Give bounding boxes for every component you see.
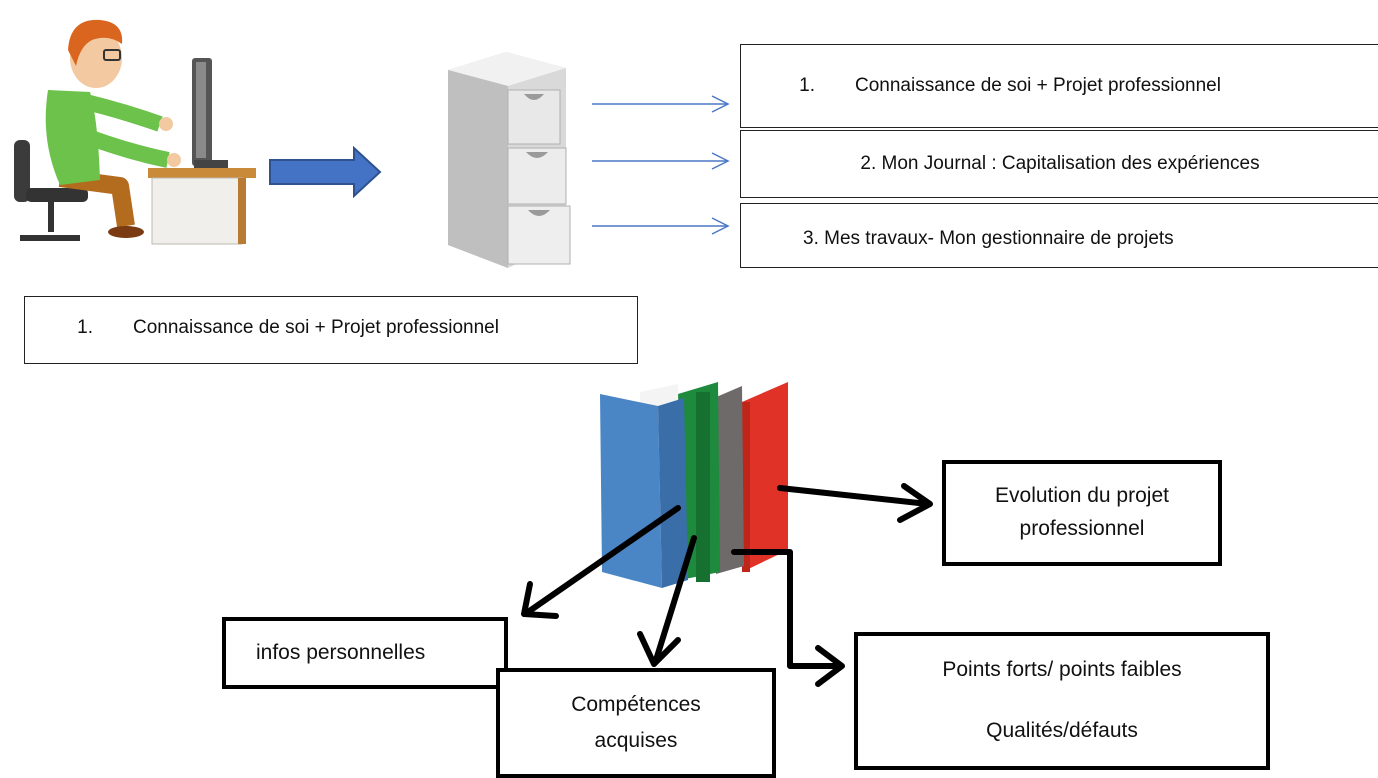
evolution-box: Evolution du projet professionnel	[942, 460, 1222, 566]
points-box: Points forts/ points faibles Qualités/dé…	[854, 632, 1270, 770]
section-label: Connaissance de soi + Projet professionn…	[855, 75, 1221, 96]
infos-box: infos personnelles	[222, 617, 508, 689]
drawer-cabinet-icon	[448, 52, 571, 268]
competences-line-1: Compétences	[571, 693, 701, 717]
competences-box: Compétences acquises	[496, 668, 776, 778]
infos-label: infos personnelles	[256, 641, 426, 664]
section-heading-box: 1. Connaissance de soi + Projet professi…	[24, 296, 638, 364]
evolution-line-2: professionnel	[1019, 517, 1145, 540]
section-label: 2. Mon Journal : Capitalisation des expé…	[860, 153, 1260, 174]
section-box-3: 3. Mes travaux- Mon gestionnaire de proj…	[740, 203, 1378, 268]
evolution-line-1: Evolution du projet	[995, 484, 1169, 508]
section-number: 1.	[77, 317, 93, 338]
points-line-1: Points forts/ points faibles	[942, 658, 1182, 682]
section-box-1: 1. Connaissance de soi + Projet professi…	[740, 44, 1378, 128]
competences-line-2: acquises	[594, 729, 678, 752]
section-label: 3. Mes travaux- Mon gestionnaire de proj…	[803, 228, 1174, 249]
person-at-computer-icon	[14, 19, 256, 245]
section-box-2: 2. Mon Journal : Capitalisation des expé…	[740, 130, 1378, 198]
flow-arrow-icon	[269, 145, 382, 199]
section-label: Connaissance de soi + Projet professionn…	[133, 317, 499, 338]
section-number: 1.	[799, 75, 815, 96]
points-line-2: Qualités/défauts	[986, 719, 1138, 742]
binders-icon	[600, 382, 788, 588]
